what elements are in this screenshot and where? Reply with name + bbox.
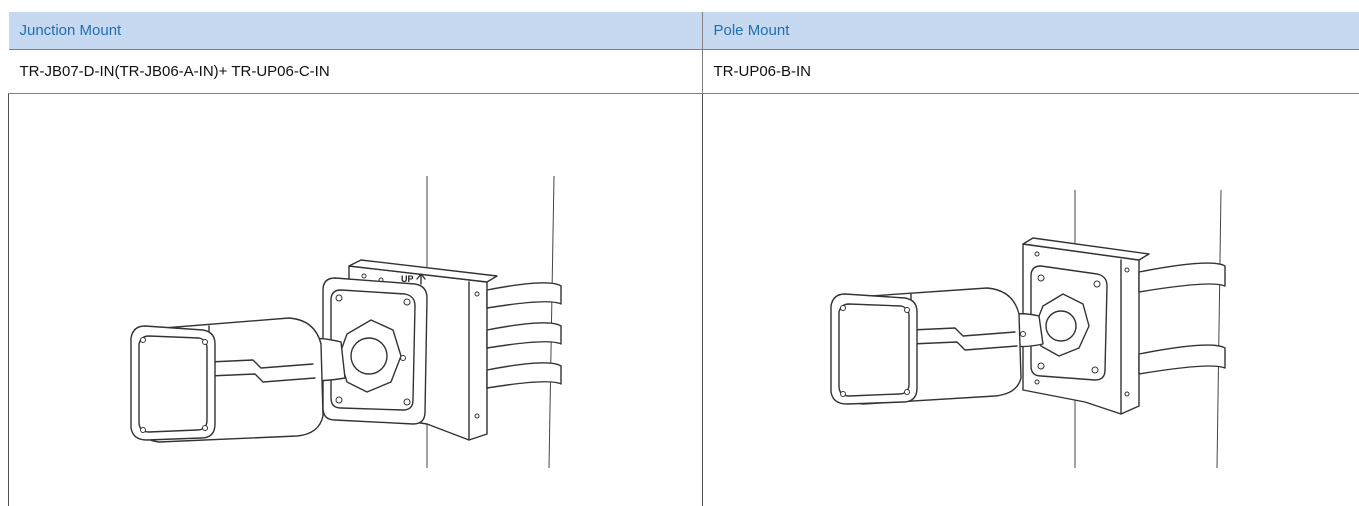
header-row: Junction Mount Pole Mount <box>8 12 1359 50</box>
pole-mount-drawing <box>829 189 1226 469</box>
up-arrow-icon <box>416 273 426 285</box>
strap-bottom <box>1137 344 1226 375</box>
junction-mount-figure-cell: UP <box>8 93 703 506</box>
camera-front-face <box>130 325 216 441</box>
ball-joint <box>350 337 388 375</box>
camera-front-face <box>829 293 918 405</box>
strap-bottom <box>486 362 562 389</box>
model-row: TR-JB07-D-IN(TR-JB06-A-IN)+ TR-UP06-C-IN… <box>8 49 1359 94</box>
pole-bracket-top-flange <box>1021 237 1150 261</box>
pole-right-edge <box>548 175 555 469</box>
up-label: UP <box>401 274 414 284</box>
header-pole-mount: Pole Mount <box>702 12 1359 50</box>
junction-mount-illustration: UP <box>9 94 702 506</box>
image-row: UP <box>8 93 1359 506</box>
model-pole-mount: TR-UP06-B-IN <box>702 49 1359 94</box>
strap-middle <box>486 322 562 349</box>
model-junction-mount: TR-JB07-D-IN(TR-JB06-A-IN)+ TR-UP06-C-IN <box>8 49 703 94</box>
pole-right-edge <box>1216 189 1221 469</box>
pole-bracket-top-flange <box>348 259 498 283</box>
strap-top <box>486 282 562 309</box>
mount-table: Junction Mount Pole Mount TR-JB07-D-IN(T… <box>8 12 1359 506</box>
junction-mount-drawing: UP <box>130 175 562 469</box>
pole-mount-figure-cell <box>702 94 1359 506</box>
pole-mount-illustration <box>703 94 1359 506</box>
ball-joint <box>1044 310 1077 342</box>
header-junction-mount: Junction Mount <box>8 12 703 50</box>
strap-top <box>1137 262 1226 293</box>
